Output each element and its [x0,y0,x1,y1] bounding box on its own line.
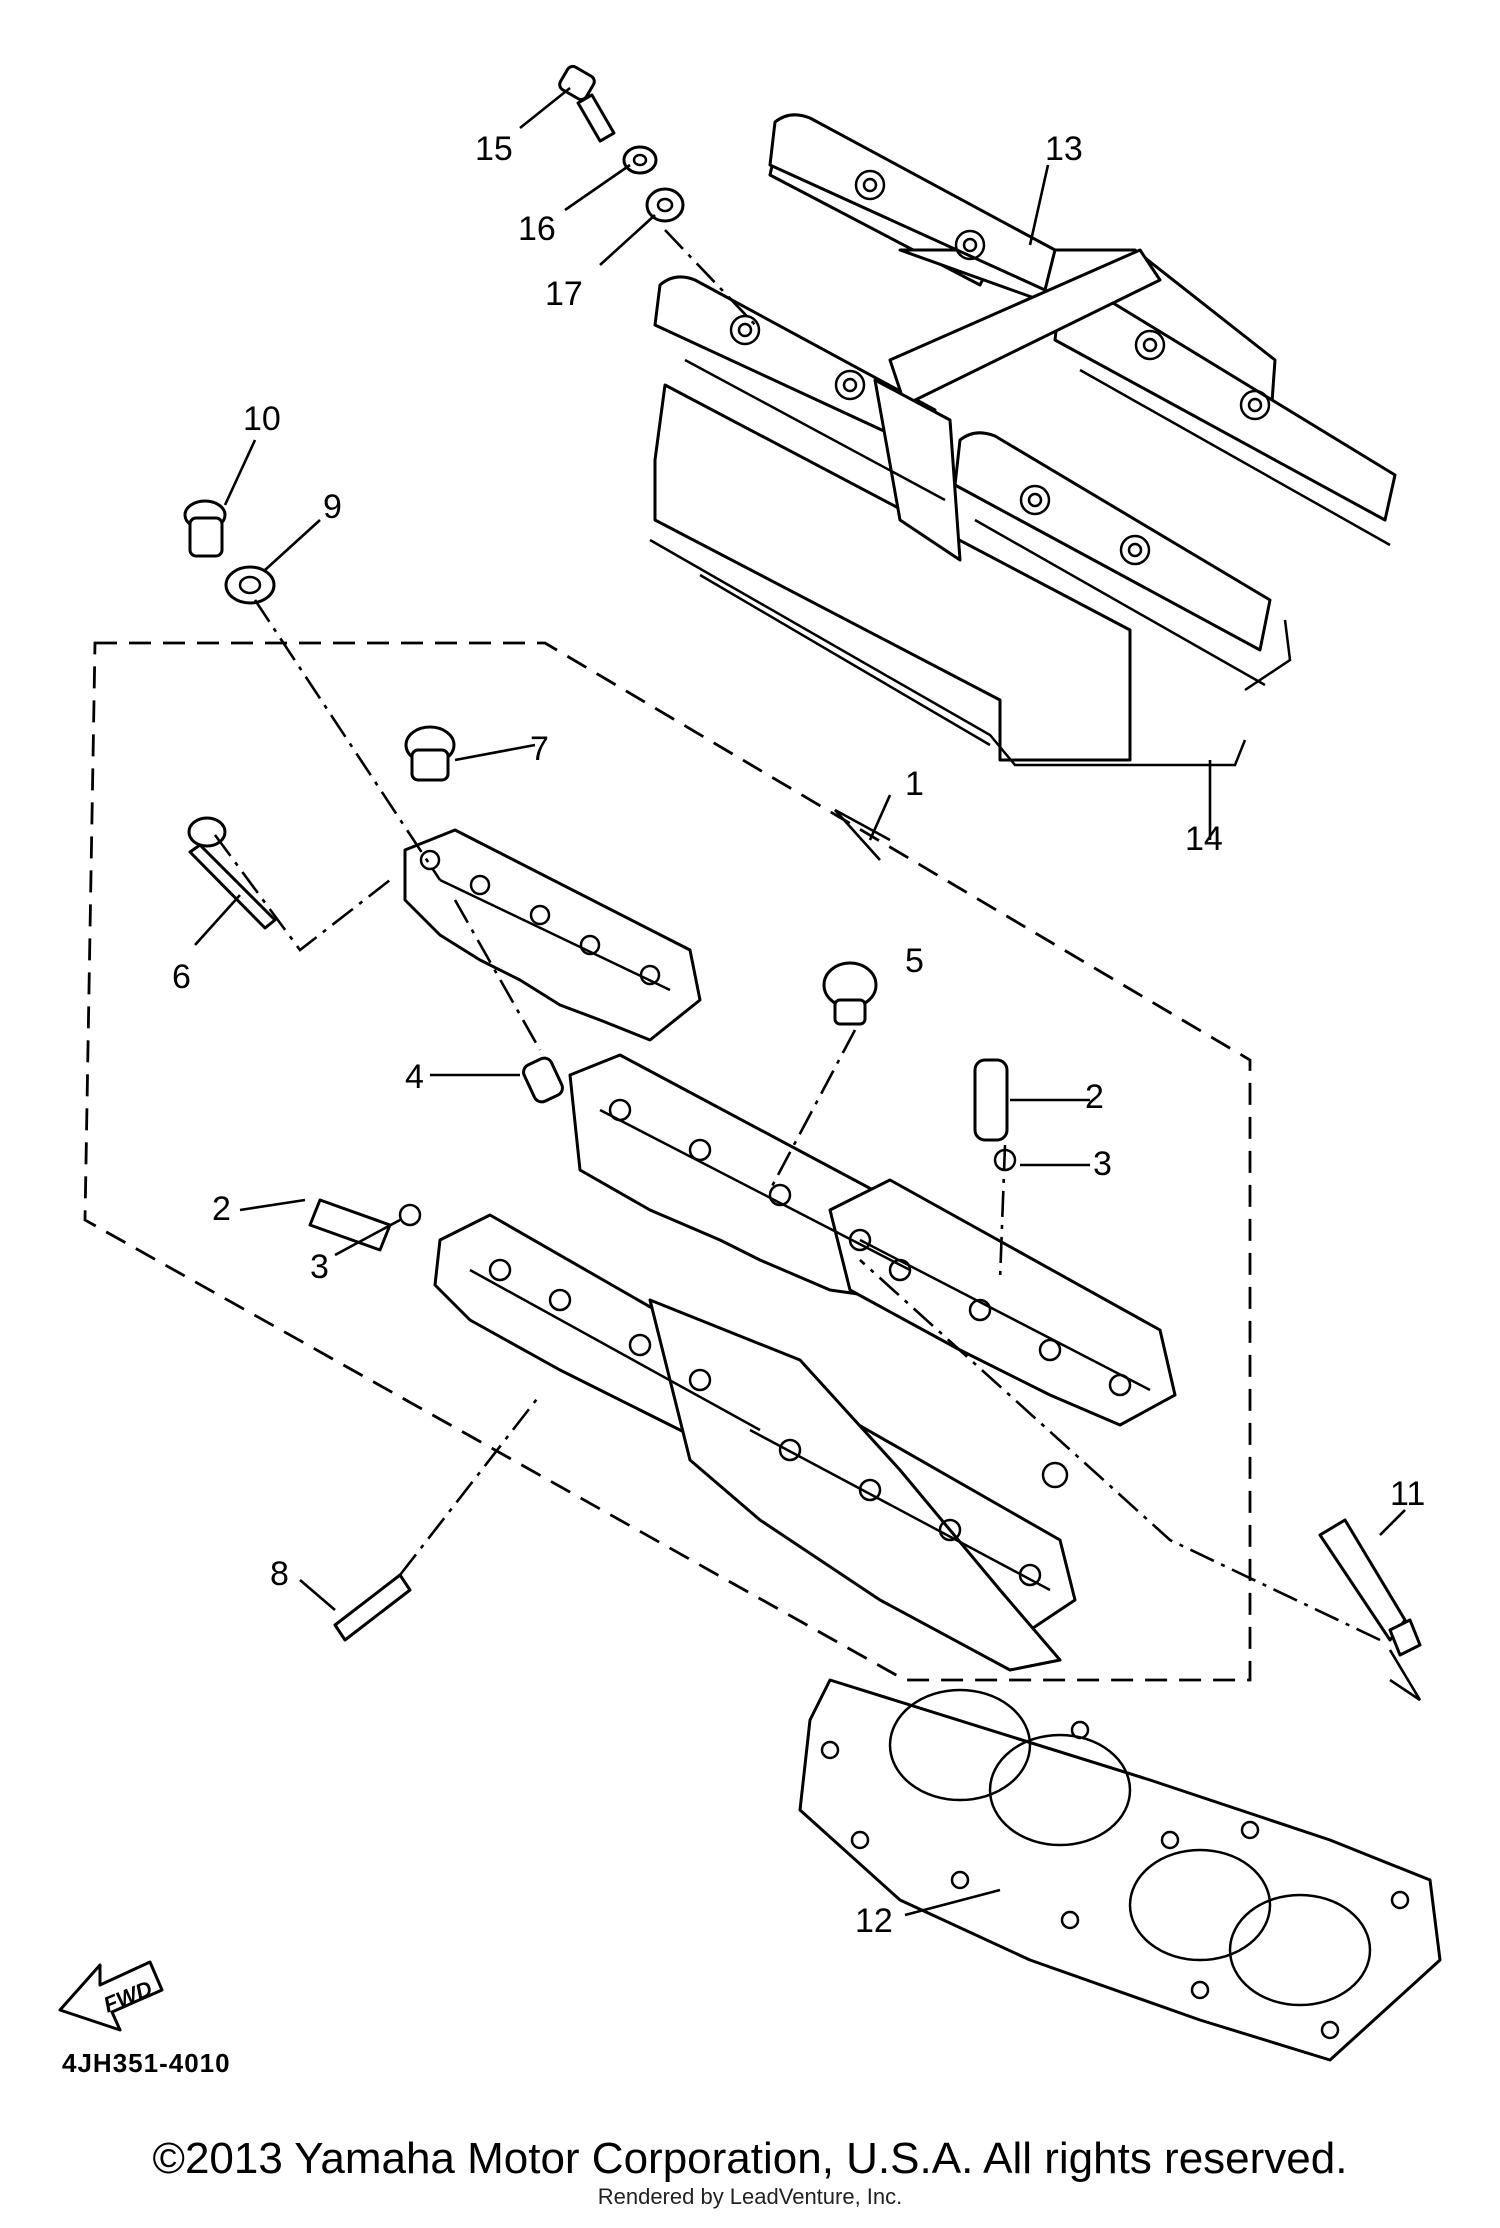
callout-15: 15 [475,130,513,168]
callout-10: 10 [243,400,281,438]
callout-14: 14 [1185,820,1223,858]
cover-gasket [649,538,1292,767]
rendered-by-notice: Rendered by LeadVenture, Inc. [597,2184,903,2209]
copyright-notice: ©2013 Yamaha Motor Corporation, U.S.A. A… [152,2134,1348,2183]
camshaft-cap [403,828,702,1042]
callout-2-right: 2 [1085,1078,1104,1116]
callout-9: 9 [323,488,342,526]
spark-plug-11 [1318,1518,1422,1657]
washer-16 [622,145,658,175]
plug-5 [822,961,878,1026]
cylinder-head [433,1053,1177,1672]
diagram-code: 4JH351-4010 [62,2048,231,2078]
plug-10 [183,499,227,558]
clip-3-left [398,1203,422,1227]
callout-17: 17 [545,275,583,313]
callout-4: 4 [405,1058,424,1096]
leader-lines [194,86,1406,1917]
callout-1: 1 [905,765,924,803]
callout-numbers: 15 16 17 13 10 9 7 1 14 6 5 4 2 3 2 3 8 … [172,130,1425,1940]
callout-12: 12 [855,1902,893,1940]
plug-7 [404,725,456,782]
callout-16: 16 [518,210,556,248]
callout-13: 13 [1045,130,1083,168]
callout-2-left: 2 [212,1190,231,1228]
alignment-lines [213,229,1422,1702]
fwd-arrow: FWD [58,1960,164,2032]
cylinder-head-gasket [798,1678,1442,2062]
callout-5: 5 [905,942,924,980]
assembly-boundary [83,641,1252,1682]
callout-3-left: 3 [310,1248,329,1286]
bolt-6 [187,816,277,930]
bolt-15 [558,64,616,143]
adjuster-2-right [973,1058,1009,1142]
adjuster-2-left [308,1198,392,1252]
stud-bolt-8 [333,1573,412,1642]
o-ring-9 [224,565,276,605]
dowel-pin-4 [522,1056,564,1104]
grommet-17 [645,187,685,223]
callout-8: 8 [270,1555,289,1593]
callout-3-right: 3 [1093,1145,1112,1183]
callout-6: 6 [172,958,191,996]
cylinder-head-cover [653,113,1397,762]
callout-11: 11 [1390,1475,1425,1513]
callout-7: 7 [530,730,549,768]
